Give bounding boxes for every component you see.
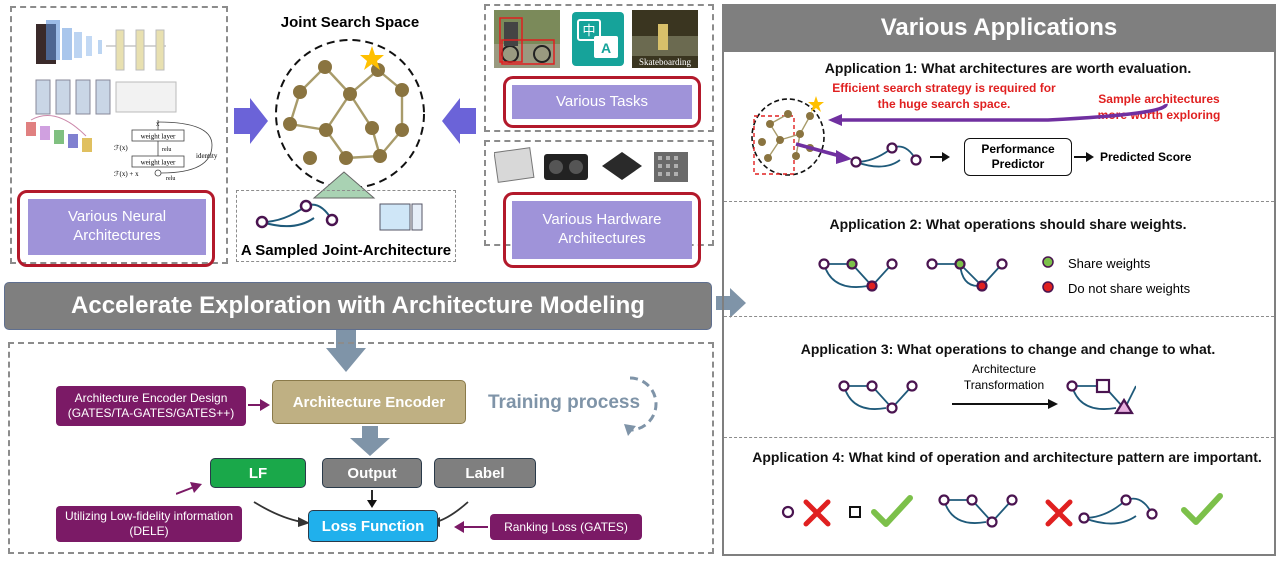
predicted-score: Predicted Score (1100, 150, 1192, 164)
ranking-arrow (454, 521, 488, 533)
loss-function: Loss Function (308, 510, 438, 542)
training-cycle-icon (624, 376, 658, 436)
hardware-icons (494, 147, 688, 183)
neural-arch-label-frame (17, 190, 215, 267)
encoder-design-arrow (248, 399, 270, 411)
noshare-weights-legend: Do not share weights (1068, 281, 1191, 296)
encoder-design-box: Architecture Encoder Design (GATES/TA-GA… (56, 386, 246, 426)
ranking-loss-box: Ranking Loss (GATES) (490, 514, 642, 540)
translate-glyph-zh: 中 (582, 24, 595, 39)
training-panel (8, 342, 714, 554)
task-detection-image (494, 10, 560, 68)
banner-arrow-down (326, 330, 366, 372)
resnet-fxx: ℱ(x) + x (114, 170, 139, 178)
lf-tag: LF (210, 458, 306, 488)
translate-glyph-a: A (601, 40, 611, 56)
app1-note-sample: Sample architectures more worth explorin… (1097, 92, 1221, 123)
applications-header: Various Applications (722, 4, 1276, 52)
lf-purple-arrow (176, 482, 202, 495)
task-translate-icon: 中 A (572, 12, 624, 66)
accelerate-banner: Accelerate Exploration with Architecture… (4, 282, 712, 330)
resnet-fx: ℱ(x) (114, 144, 128, 152)
resnet-relu1: relu (162, 147, 171, 153)
resnet-weight2: weight layer (141, 159, 176, 167)
app3-title: Application 3: What operations to change… (800, 341, 1216, 357)
hardware-label: Various Hardware Architectures (512, 201, 692, 259)
arrow-left-to-center (234, 98, 268, 144)
app3-transform-label: Architecture Transformation (963, 362, 1045, 392)
joint-space-title: Joint Search Space (280, 14, 420, 31)
divider-2 (724, 316, 1274, 317)
banner-arrow-right (716, 288, 746, 318)
tasks-label-frame (503, 76, 701, 128)
task-video-image: Skateboarding (632, 10, 698, 68)
encoder-down-arrow (350, 426, 390, 456)
task-video-caption: Skateboarding (639, 57, 691, 67)
share-weights-legend: Share weights (1068, 256, 1151, 271)
architecture-encoder: Architecture Encoder (272, 380, 466, 424)
applications-title: Various Applications (880, 14, 1118, 41)
training-process-label: Training process (488, 392, 641, 413)
resnet-weight1: weight layer (141, 133, 176, 141)
performance-predictor: Performance Predictor (964, 138, 1072, 176)
divider-1 (724, 201, 1274, 202)
app1-note-search: Efficient search strategy is required fo… (832, 81, 1056, 112)
neural-arch-panel (10, 6, 228, 264)
divider-3 (724, 437, 1274, 438)
resnet-relu2: relu (166, 176, 175, 182)
low-fidelity-box: Utilizing Low-fidelity information (DELE… (56, 506, 242, 542)
banner-text: Accelerate Exploration with Architecture… (71, 292, 645, 319)
sampled-arch-panel (236, 190, 456, 262)
arrow-right-to-center (442, 98, 476, 144)
app4-diagram (781, 493, 1223, 528)
hardware-chip-icon (379, 203, 423, 231)
resnet-identity: identity (196, 152, 218, 160)
joint-space-graph (275, 39, 425, 189)
app1-diagram (751, 96, 1168, 176)
sampled-arch-label: A Sampled Joint-Architecture (240, 242, 452, 259)
output-tag: Output (322, 458, 422, 488)
tasks-label: Various Tasks (512, 85, 692, 119)
app1-title: Application 1: What architectures are wo… (824, 60, 1192, 76)
sample-triangle (312, 171, 376, 199)
hardware-label-frame (503, 192, 701, 268)
label-tag: Label (434, 458, 536, 488)
app3-diagram (838, 378, 1136, 415)
app2-title: Application 2: What operations should sh… (829, 216, 1187, 232)
app2-diagram (818, 256, 1054, 293)
sampled-arch-graph (255, 199, 339, 229)
neural-arch-label: Various Neural Architectures (28, 199, 206, 255)
app4-title: Application 4: What kind of operation an… (752, 449, 1262, 465)
neural-arch-illustration: weight layer weight layer relu relu ℱ(x)… (26, 20, 218, 182)
tasks-panel (484, 4, 714, 132)
